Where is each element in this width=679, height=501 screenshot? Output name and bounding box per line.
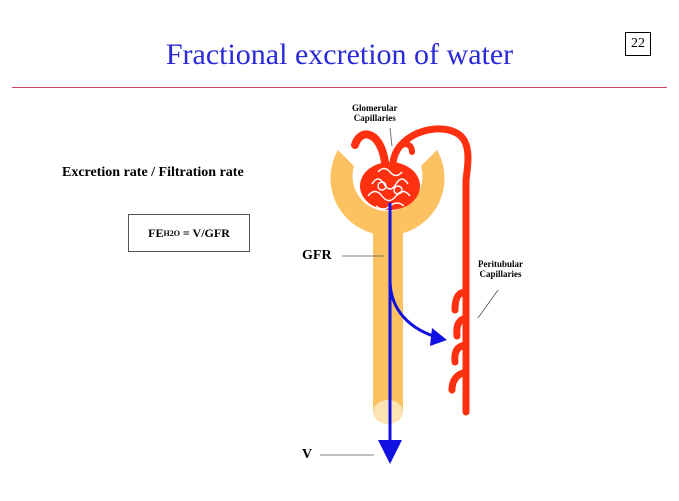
- glomerulus-tuft: [360, 162, 420, 210]
- formula-subscript: H2O: [163, 228, 180, 238]
- glomerular-capillaries: [351, 125, 472, 184]
- formula-prefix: FE: [148, 225, 164, 240]
- glomerular-label-line1: Glomerular: [352, 103, 398, 113]
- title-divider: [12, 87, 667, 88]
- formula-rhs: = V/GFR: [179, 225, 230, 240]
- slide-title: Fractional excretion of water: [165, 38, 514, 71]
- reabsorption-arrowhead: [430, 328, 447, 346]
- leader-lines: [320, 127, 499, 456]
- subtitle: Excretion rate / Filtration rate: [62, 165, 244, 180]
- glomerular-label-line2: Capillaries: [353, 113, 396, 124]
- peritubular-label-line1: Peritubular: [478, 259, 523, 269]
- page-number: 22: [625, 32, 651, 56]
- peritubular-label: Peritubular Capillaries: [478, 259, 523, 280]
- peritubular-label-line2: Capillaries: [479, 269, 522, 280]
- bowmans-capsule: [330, 150, 445, 236]
- peritubular-capillaries: [448, 176, 470, 416]
- glomerular-label: Glomerular Capillaries: [352, 103, 398, 124]
- gfr-label: GFR: [302, 248, 332, 263]
- v-label: V: [302, 447, 313, 462]
- renal-tubule: [373, 226, 403, 424]
